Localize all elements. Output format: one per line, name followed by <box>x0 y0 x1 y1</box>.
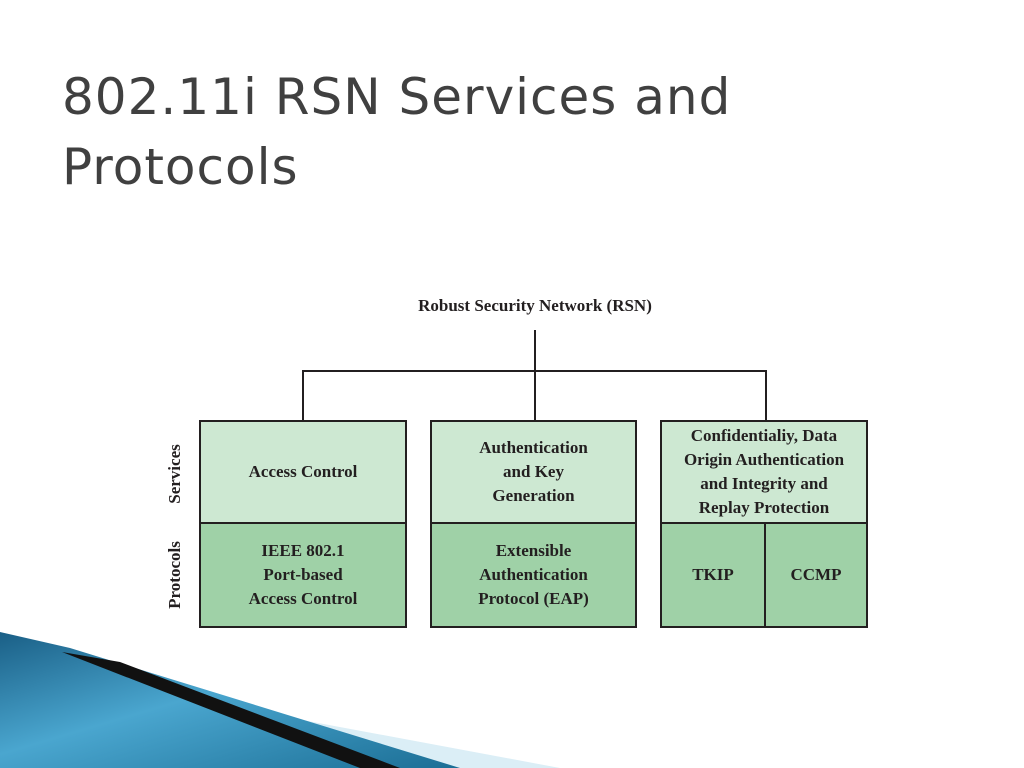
service-box-confidentiality: Confidentialiy, Data Origin Authenticati… <box>660 420 868 524</box>
root-stem-line <box>534 330 536 372</box>
rsn-root-label: Robust Security Network (RSN) <box>418 296 652 315</box>
service-box-access-control: Access Control <box>199 420 407 524</box>
service-box-authentication-key-generation: Authentication and Key Generation <box>430 420 637 524</box>
protocols-side-label: Protocols <box>165 541 184 609</box>
decorative-swoosh <box>0 632 560 768</box>
branch-middle-line <box>534 370 536 422</box>
protocol-box-ieee-8021: IEEE 802.1 Port-based Access Control <box>199 522 407 628</box>
services-side-label: Services <box>165 444 184 504</box>
branch-left-line <box>302 370 304 422</box>
protocol-box-ccmp: CCMP <box>764 522 868 628</box>
slide-title: 802.11i RSN Services and Protocols <box>62 68 732 196</box>
branch-right-line <box>765 370 767 422</box>
protocol-box-tkip: TKIP <box>660 522 766 628</box>
protocol-box-eap: Extensible Authentication Protocol (EAP) <box>430 522 637 628</box>
